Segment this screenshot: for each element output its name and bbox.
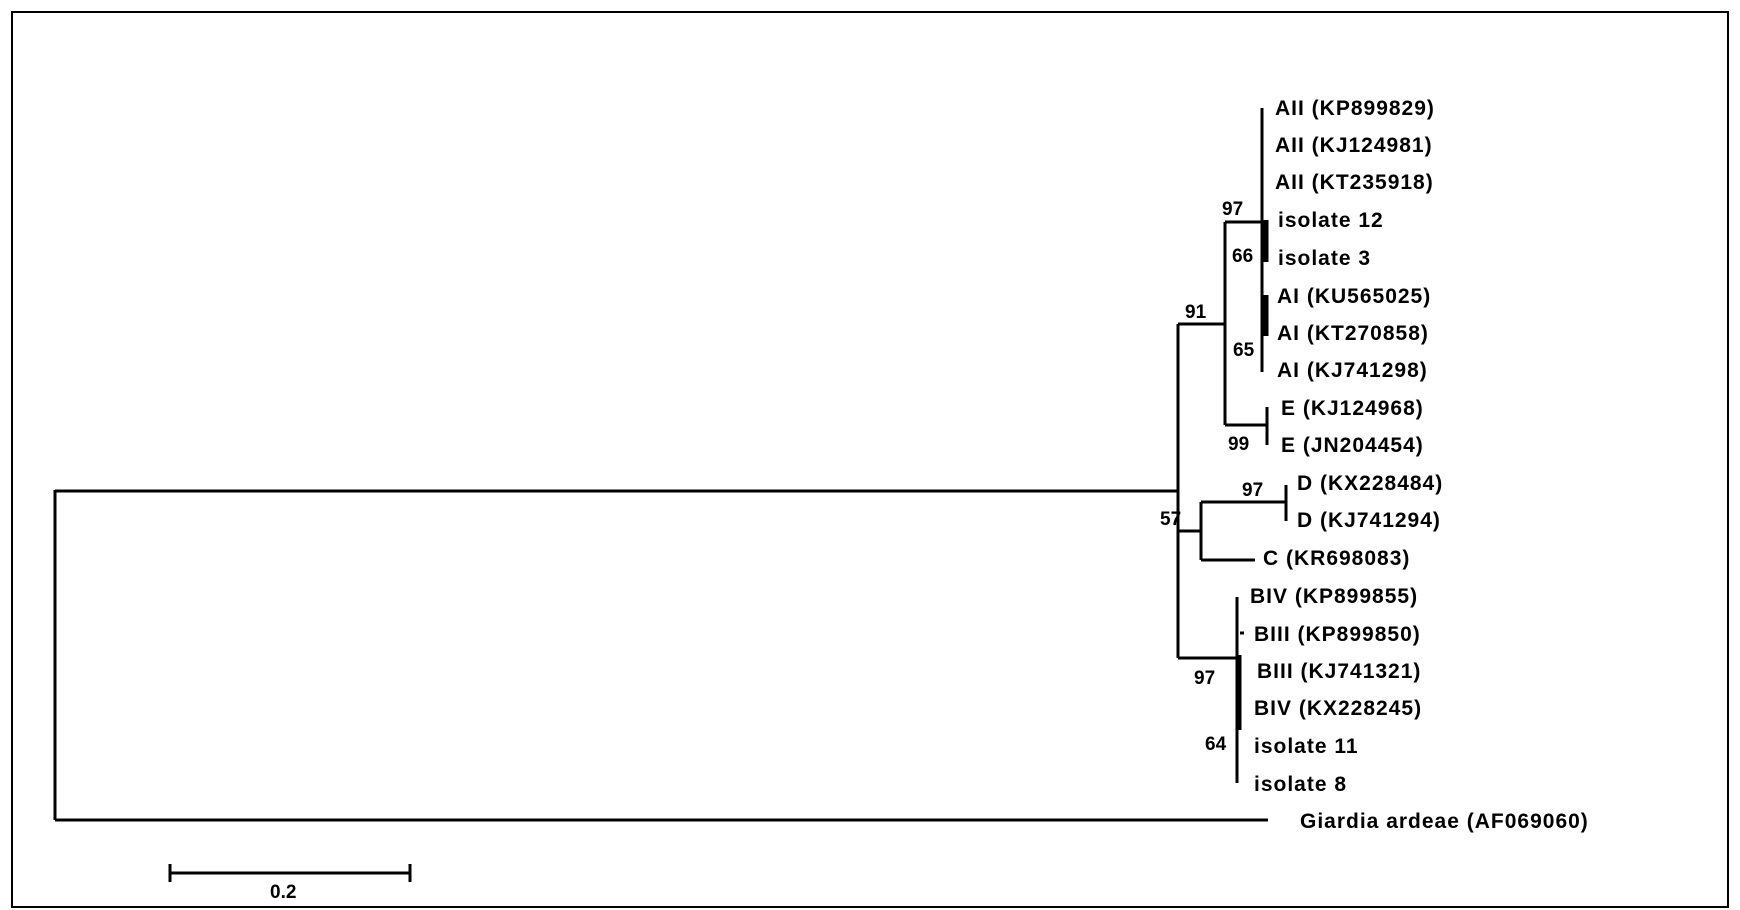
leaf-label: isolate 3 [1278, 247, 1371, 270]
support-value: 64 [1205, 734, 1227, 755]
support-value: 57 [1160, 509, 1181, 530]
leaf-label: isolate 8 [1254, 773, 1347, 796]
support-value: 99 [1228, 434, 1249, 455]
support-value: 65 [1233, 340, 1255, 361]
leaf-label: AI (KT270858) [1277, 322, 1429, 345]
leaf-label: AII (KJ124981) [1275, 134, 1433, 157]
scale-bar: 0.2 [168, 864, 412, 903]
support-value: 97 [1222, 199, 1243, 220]
leaf-label: D (KX228484) [1297, 472, 1443, 495]
leaf-label: BIII (KP899850) [1254, 623, 1421, 646]
leaf-label: C (KR698083) [1263, 547, 1410, 570]
leaf-label: AI (KJ741298) [1277, 359, 1428, 382]
leaf-label: isolate 12 [1278, 209, 1384, 232]
support-value: 66 [1232, 246, 1253, 267]
leaf-label: AII (KT235918) [1275, 171, 1434, 194]
support-value: 97 [1242, 480, 1263, 501]
support-value: 97 [1194, 668, 1215, 689]
leaf-label: D (KJ741294) [1297, 509, 1441, 532]
leaf-label: AII (KP899829) [1275, 97, 1435, 120]
leaf-label: AI (KU565025) [1277, 285, 1431, 308]
leaf-label-outgroup: Giardia ardeae (AF069060) [1300, 810, 1589, 833]
leaf-label: E (KJ124968) [1281, 397, 1424, 420]
leaf-label: BIV (KP899855) [1250, 585, 1418, 608]
scale-bar-label: 0.2 [270, 882, 296, 903]
figure-frame [11, 11, 1729, 908]
leaf-label: BIV (KX228245) [1254, 697, 1422, 720]
leaf-label: BIII (KJ741321) [1257, 660, 1421, 683]
leaf-label: isolate 11 [1254, 735, 1359, 758]
support-value: 91 [1185, 302, 1207, 323]
leaf-label: E (JN204454) [1281, 434, 1424, 457]
